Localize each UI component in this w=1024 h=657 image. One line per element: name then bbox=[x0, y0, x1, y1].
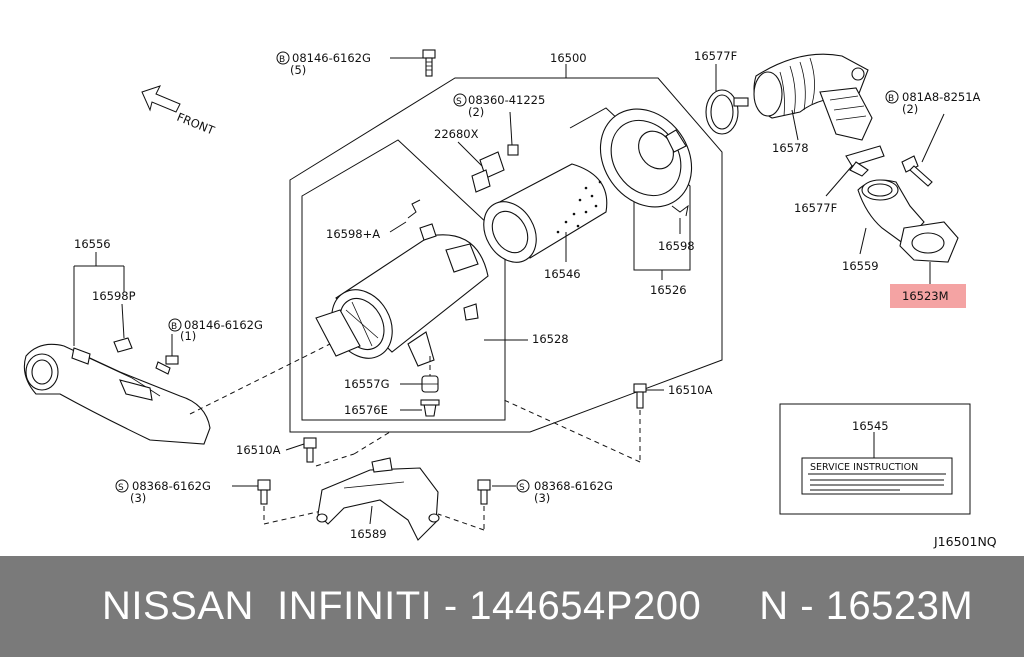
circle-s-letter-3: S bbox=[519, 483, 525, 493]
label-08146-mid-qty: (1) bbox=[180, 329, 196, 343]
circle-b-letter-2: B bbox=[888, 94, 894, 104]
front-label: FRONT bbox=[175, 110, 218, 138]
bracket-16526 bbox=[569, 107, 691, 271]
label-16578: 16578 bbox=[772, 141, 809, 155]
bolt-icon-6 bbox=[257, 479, 271, 505]
service-instruction-title: SERVICE INSTRUCTION bbox=[810, 462, 918, 473]
label-16500: 16500 bbox=[550, 51, 587, 65]
circle-b-marker bbox=[276, 51, 290, 65]
label-16526: 16526 bbox=[650, 283, 687, 297]
filter-element-16546 bbox=[483, 163, 608, 263]
label-16556: 16556 bbox=[74, 237, 111, 251]
label-16510a-left: 16510A bbox=[236, 443, 281, 457]
circle-s-letter-2: S bbox=[118, 483, 124, 493]
circle-b-letter-3: B bbox=[171, 322, 177, 332]
label-16589: 16589 bbox=[350, 527, 387, 541]
label-16577f-bottom: 16577F bbox=[794, 201, 837, 215]
highlight-16523m bbox=[890, 284, 966, 308]
airflow-sensor-icon bbox=[471, 151, 505, 193]
label-08368-left-qty: (3) bbox=[130, 491, 146, 505]
label-08368-left: 08368-6162G bbox=[132, 479, 211, 493]
gasket-16523m bbox=[899, 221, 959, 263]
mount-bracket-16589 bbox=[316, 457, 440, 541]
bolt-icon-3 bbox=[155, 355, 179, 375]
bolt-icon-5 bbox=[303, 437, 317, 463]
label-16523m: 16523M bbox=[902, 289, 949, 303]
label-08146-mid: 08146-6162G bbox=[184, 318, 263, 332]
label-16546: 16546 bbox=[544, 267, 581, 281]
parts-diagram: FRONT B 08146-6162G (5) 16500 bbox=[23, 49, 997, 549]
clip-icon bbox=[113, 337, 133, 353]
label-16598p: 16598P bbox=[92, 289, 136, 303]
label-16559: 16559 bbox=[842, 259, 879, 273]
label-081a8: 081A8-8251A bbox=[902, 90, 981, 104]
service-instruction-card bbox=[801, 457, 953, 495]
bolt-icon-7 bbox=[477, 479, 491, 505]
assembly-outline-16528 bbox=[301, 139, 506, 421]
label-16598: 16598 bbox=[658, 239, 695, 253]
bolt-icon-2 bbox=[901, 155, 933, 187]
exploded-view-drawing: FRONT B 08146-6162G (5) 16500 bbox=[23, 49, 997, 549]
bushing-16576e bbox=[420, 399, 440, 417]
diagram-code: J16501NQ bbox=[933, 534, 997, 549]
label-08146-top: 08146-6162G bbox=[292, 51, 371, 65]
circle-s-letter: S bbox=[456, 97, 462, 107]
footer-part-number: NISSAN INFINITI - 144654P200 N - 16523M bbox=[102, 584, 974, 628]
screw-icon bbox=[507, 144, 519, 156]
label-16545: 16545 bbox=[852, 419, 889, 433]
grommet-16557g bbox=[421, 375, 439, 393]
hose-clamp-icon bbox=[705, 89, 749, 135]
circle-b-letter: B bbox=[279, 55, 285, 65]
label-22680x: 22680X bbox=[434, 127, 479, 141]
label-08360: 08360-41225 bbox=[468, 93, 545, 107]
inlet-duct-16556 bbox=[23, 343, 211, 445]
filter-cap-16526 bbox=[599, 108, 693, 208]
label-08146-top-qty: (5) bbox=[290, 63, 306, 77]
label-081a8-qty: (2) bbox=[902, 102, 918, 116]
bolt-icon-4 bbox=[633, 383, 647, 409]
label-16557g: 16557G bbox=[344, 377, 390, 391]
label-08368-right: 08368-6162G bbox=[534, 479, 613, 493]
hose-clamp-icon-2 bbox=[845, 145, 885, 177]
footer-bar: NISSAN INFINITI - 144654P200 N - 16523M bbox=[0, 556, 1024, 657]
label-16528: 16528 bbox=[532, 332, 569, 346]
label-08360-qty: (2) bbox=[468, 105, 484, 119]
label-16510a-right: 16510A bbox=[668, 383, 713, 397]
label-16576e: 16576E bbox=[344, 403, 388, 417]
service-instruction-frame bbox=[779, 403, 971, 515]
front-arrow-icon bbox=[141, 85, 181, 113]
label-16598a: 16598+A bbox=[326, 227, 380, 241]
label-16577f-top: 16577F bbox=[694, 49, 737, 63]
filter-housing-16528 bbox=[315, 223, 489, 367]
bolt-icon bbox=[422, 49, 436, 77]
assembly-outline-16500 bbox=[289, 77, 723, 433]
label-08368-right-qty: (3) bbox=[534, 491, 550, 505]
intake-duct-16578 bbox=[753, 53, 873, 141]
